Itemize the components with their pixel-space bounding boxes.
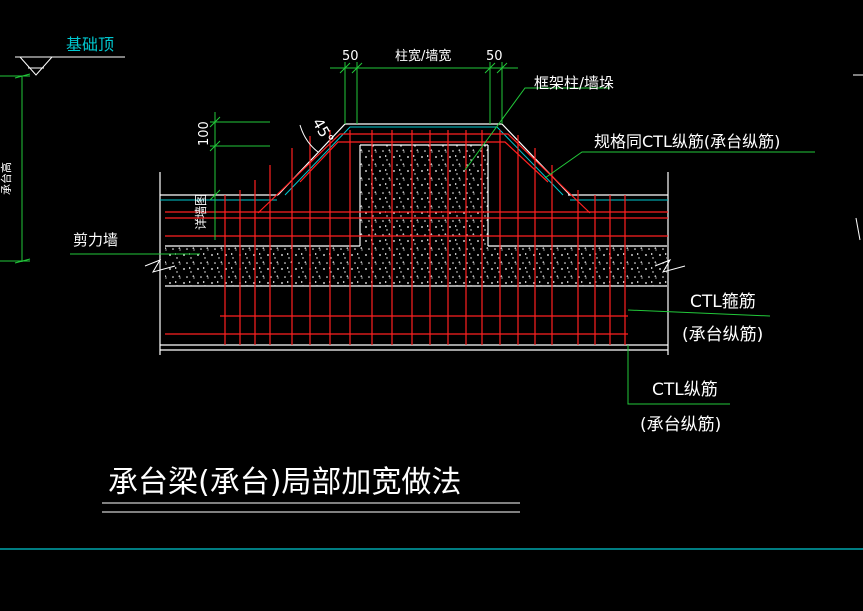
break-lines	[144, 258, 686, 273]
wall-concrete	[165, 246, 667, 286]
drawing-title: 承台梁(承台)局部加宽做法	[108, 465, 461, 500]
angle-arc	[299, 124, 319, 153]
dim-50-right: 50	[486, 49, 503, 64]
ctl-long-bar-sub-label: (承台纵筋)	[640, 415, 721, 435]
rebar-group	[165, 130, 668, 345]
right-fragment-glyph	[855, 217, 861, 241]
bearing-height-label: 承台高	[0, 162, 13, 195]
top-dimension	[330, 62, 518, 124]
column-concrete	[360, 145, 488, 248]
foundation-top-marker	[15, 56, 125, 76]
dim-50-left: 50	[342, 49, 359, 64]
leader-lines	[70, 87, 815, 405]
frame-column-label: 框架柱/墙垛	[534, 74, 614, 92]
dim-100: 100	[197, 121, 212, 146]
ctl-stirrup-label: CTL箍筋	[690, 292, 756, 312]
ctl-stirrup-sub-label: (承台纵筋)	[682, 325, 763, 345]
see-detail-label: 详墙图	[193, 194, 208, 230]
long-bar-spec-label: 规格同CTL纵筋(承台纵筋)	[594, 132, 780, 151]
dim-col-width: 柱宽/墙宽	[395, 48, 451, 64]
shear-wall-label: 剪力墙	[73, 231, 118, 249]
foundation-top-label: 基础顶	[66, 35, 114, 54]
bearing-height-dimension	[0, 73, 31, 264]
ctl-long-bar-label: CTL纵筋	[652, 380, 718, 400]
angle-45-label: 45°	[309, 115, 338, 147]
left-100-dimension	[209, 112, 270, 240]
haunch-cover-line	[284, 126, 564, 196]
